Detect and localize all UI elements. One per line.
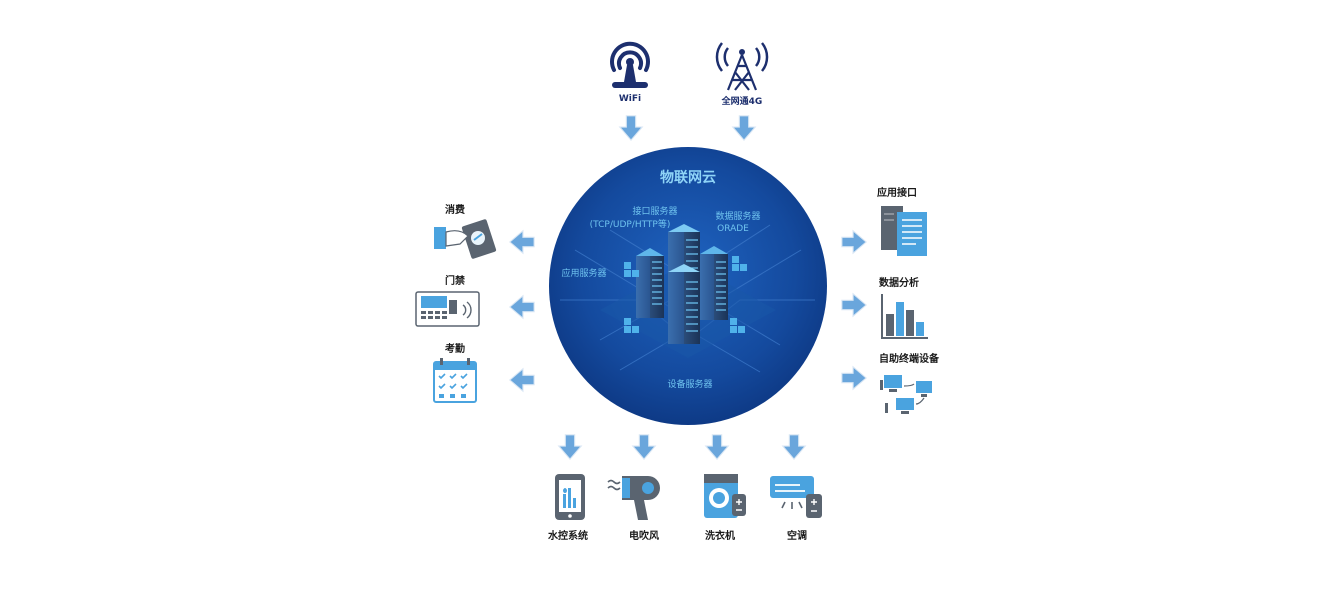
wifi-antenna-icon (610, 41, 650, 88)
attendance-calendar-icon (433, 358, 477, 403)
dryer-label: 电吹风 (629, 529, 659, 542)
data-server-db: ORADE (717, 224, 749, 234)
ac-label: 空调 (787, 529, 807, 542)
networked-computers-icon (880, 375, 932, 414)
water-control-phone-icon (555, 474, 585, 520)
bottom-washer-node: 洗衣机 (704, 474, 746, 542)
wifi-label: WiFi (619, 94, 641, 104)
payment-card-icon (434, 219, 497, 259)
left-attendance-node: 考勤 (433, 342, 477, 403)
consumption-label: 消费 (445, 203, 465, 216)
cell-4g-label: 全网通4G (721, 95, 763, 107)
arrow-cloud-to-api (841, 230, 867, 254)
washer-label: 洗衣机 (705, 529, 735, 542)
arrow-cloud-to-washer (705, 434, 729, 460)
server-towers-icon (624, 224, 747, 344)
arrow-cloud-to-consumption (509, 230, 535, 254)
kiosk-label: 自助终端设备 (879, 352, 940, 365)
arrow-4g-to-cloud (732, 115, 756, 141)
right-api-node: 应用接口 (877, 186, 927, 256)
arrow-cloud-to-access (509, 295, 535, 319)
right-kiosk-node: 自助终端设备 (879, 352, 940, 414)
data-server-label: 数据服务器 (715, 210, 760, 222)
left-access-node: 门禁 (415, 274, 480, 327)
right-analytics-node: 数据分析 (879, 276, 928, 339)
access-label: 门禁 (445, 274, 465, 287)
document-stack-icon (881, 206, 927, 256)
iot-cloud: 物联网云 接口服务器 (TCP/UDP/HTTP等) 数据服务器 ORADE 应… (549, 147, 827, 425)
api-label: 应用接口 (877, 186, 917, 199)
interface-server-label: 接口服务器 (632, 205, 677, 217)
bar-chart-icon (881, 294, 928, 339)
attendance-label: 考勤 (445, 342, 465, 355)
cell-tower-node: 全网通4G (715, 42, 769, 107)
arrow-cloud-to-analytics (841, 293, 867, 317)
app-server-label: 应用服务器 (561, 267, 606, 279)
cell-tower-icon (715, 42, 769, 91)
bottom-dryer-node: 电吹风 (607, 476, 660, 542)
water-label: 水控系统 (547, 529, 588, 542)
access-control-icon (415, 291, 480, 327)
hair-dryer-icon (607, 476, 660, 520)
left-consumption-node: 消费 (434, 203, 497, 259)
washing-machine-icon (704, 474, 746, 518)
arrow-cloud-to-ac (782, 434, 806, 460)
bottom-ac-node: 空调 (770, 476, 822, 542)
interface-server-protocols: (TCP/UDP/HTTP等) (590, 218, 671, 230)
arrow-cloud-to-water (558, 434, 582, 460)
wifi-node: WiFi (610, 41, 650, 104)
arrow-cloud-to-kiosk (841, 366, 867, 390)
device-server-label: 设备服务器 (667, 378, 712, 390)
arrow-cloud-to-dryer (632, 434, 656, 460)
arrow-cloud-to-attendance (509, 368, 535, 392)
bottom-water-node: 水控系统 (547, 474, 588, 542)
analytics-label: 数据分析 (879, 276, 919, 289)
cloud-title: 物联网云 (660, 169, 716, 186)
air-conditioner-icon (770, 476, 822, 518)
arrow-wifi-to-cloud (619, 115, 643, 141)
